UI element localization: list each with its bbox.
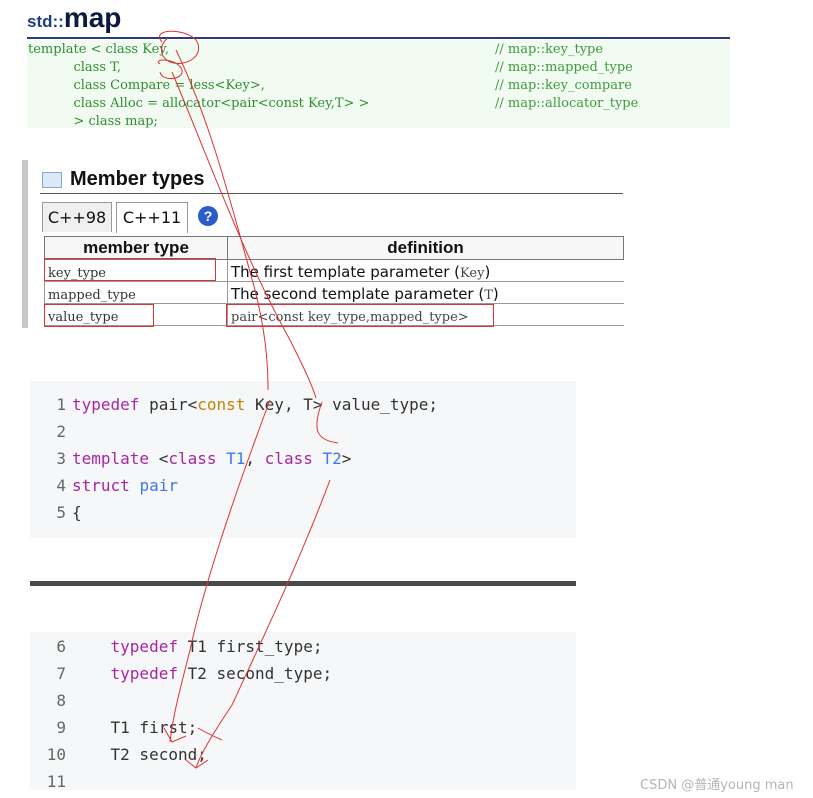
line-number: 5	[56, 503, 66, 522]
line-number: 3	[56, 449, 66, 468]
watermark: CSDN @普通young man	[640, 778, 794, 793]
decl-line: class T,	[28, 60, 122, 75]
tab-cpp98[interactable]: C++98	[42, 202, 112, 232]
line-number: 8	[56, 691, 66, 710]
annotation-box	[44, 258, 216, 281]
heading-divider	[40, 193, 623, 194]
code-block: 6 typedef T1 first_type; 7 typedef T2 se…	[30, 632, 576, 790]
title-name: map	[63, 2, 122, 33]
definition-cell: The first template parameter (Key)	[227, 259, 624, 282]
definition-text-end: )	[492, 285, 499, 303]
section-side-bar	[22, 160, 28, 328]
section-icon	[42, 172, 62, 188]
help-icon[interactable]: ?	[198, 206, 218, 226]
line-number: 2	[56, 422, 66, 441]
decl-line: class Compare = less<Key>,	[28, 78, 265, 93]
definition-code: Key	[460, 266, 485, 281]
code-line: 8	[30, 691, 72, 718]
column-header: definition	[227, 236, 624, 260]
template-declaration: template < class Key, class T, class Com…	[27, 40, 730, 129]
annotation-box	[226, 304, 494, 327]
line-number: 9	[56, 718, 66, 737]
member-types-heading: Member types	[70, 168, 205, 190]
code-line: 7 typedef T2 second_type;	[30, 664, 332, 691]
code-line: 6 typedef T1 first_type;	[30, 637, 322, 664]
column-header: member type	[44, 236, 228, 260]
title-divider	[27, 37, 730, 39]
definition-text: The second template parameter (	[231, 285, 485, 303]
member-type-cell: mapped_type	[44, 281, 228, 304]
table-row: mapped_type The second template paramete…	[44, 281, 624, 304]
code-line: 2	[30, 422, 72, 449]
decl-comment: // map::allocator_type	[495, 96, 639, 111]
decl-comment: // map::key_type	[495, 42, 604, 57]
annotation-box	[44, 304, 154, 327]
definition-cell: The second template parameter (T)	[227, 281, 624, 304]
code-line: 9 T1 first;	[30, 718, 197, 745]
code-line: 11	[30, 772, 72, 790]
definition-text-end: )	[484, 263, 491, 281]
tab-cpp11[interactable]: C++11	[116, 202, 188, 233]
line-number: 1	[56, 395, 66, 414]
code-line: 10 T2 second;	[30, 745, 207, 772]
table-header-row: member type definition	[44, 236, 624, 260]
decl-comment: // map::key_compare	[495, 78, 632, 93]
title-namespace: std::	[27, 12, 64, 31]
line-number: 7	[56, 664, 66, 683]
page-title: std::map	[27, 2, 122, 33]
line-number: 11	[46, 772, 66, 790]
line-number: 4	[56, 476, 66, 495]
definition-code: T	[484, 288, 493, 303]
code-line: 5{	[30, 503, 81, 530]
decl-line: template < class Key,	[28, 42, 170, 57]
decl-comment: // map::mapped_type	[495, 60, 633, 75]
line-number: 6	[56, 637, 66, 656]
decl-line: class Alloc = allocator<pair<const Key,T…	[28, 96, 370, 111]
decl-line: > class map;	[28, 114, 158, 129]
line-number: 10	[46, 745, 66, 764]
definition-text: The first template parameter (	[231, 263, 461, 281]
separator-bar	[30, 581, 576, 586]
